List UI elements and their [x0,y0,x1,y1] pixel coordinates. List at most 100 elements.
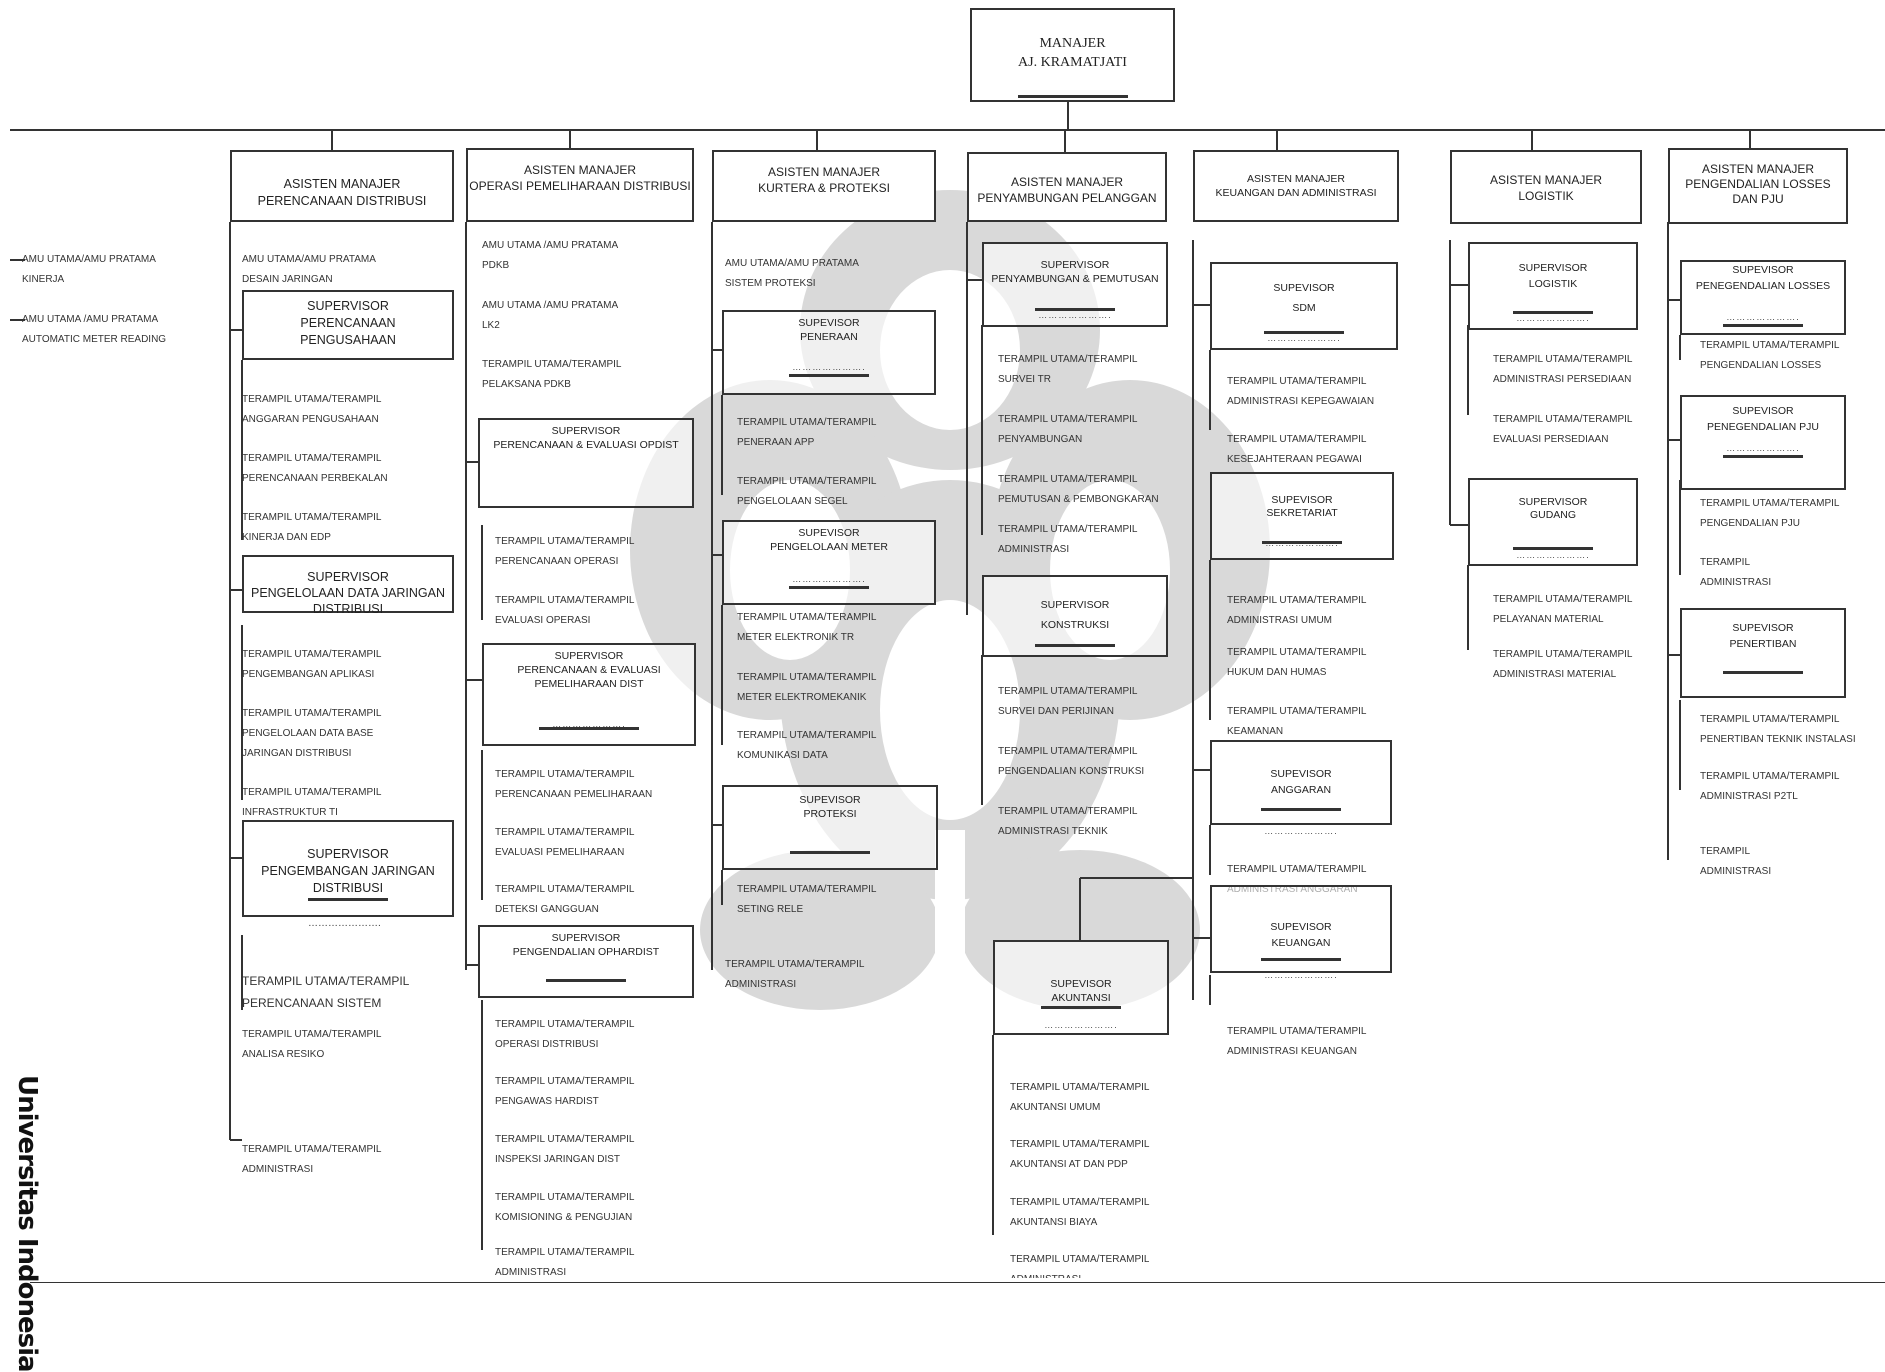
sup-pengendalian-losses-box: SUPEVISOR PENEGENDALIAN LOSSES…………………. [1680,260,1846,335]
manager-unit: AJ. KRAMATJATI [1018,55,1127,70]
sup-pengendalian-ophardist-label: SUPERVISOR PENGENDALIAN OPHARDIST [512,932,660,959]
sup-keuangan-box: SUPEVISOR KEUANGAN …………………. [1210,885,1392,980]
sup-sekretariat-box: SUPEVISOR SEKRETARIAT…………………. [1210,472,1394,560]
sup-pengendalian-losses-label: SUPEVISOR PENEGENDALIAN LOSSES [1695,264,1831,292]
col3-item-3: TERAMPIL UTAMA/TERAMPIL METER ELEKTRONIK… [737,612,877,643]
col2-item-10: TERAMPIL UTAMA/TERAMPIL ADMINISTRASI [495,1247,635,1278]
col5-item-7: TERAMPIL UTAMA/TERAMPIL ADMINISTRASI KEU… [1227,1026,1367,1057]
sup-pengembangan-jaringan-box: SUPERVISOR PENGEMBANGAN JARINGAN DISTRIB… [242,820,454,917]
col1-item-1: TERAMPIL UTAMA/TERAMPIL ANGGARAN PENGUSA… [242,394,382,425]
col2-staff-2: AMU UTAMA /AMU PRATAMA LK2 [482,300,619,331]
am-operasi-pemeliharaan-label: ASISTEN MANAJER OPERASI PEMELIHARAAN DIS… [469,163,691,194]
col6-item-1: TERAMPIL UTAMA/TERAMPIL ADMINISTRASI PER… [1493,354,1633,385]
manager-title: MANAJER [1039,36,1106,51]
col2-staff-1: AMU UTAMA /AMU PRATAMA PDKB [482,240,619,271]
sup-pengelolaan-meter-box: SUPEVISOR PENGELOLAAN METER …………………. [722,520,936,605]
am-keuangan-administrasi-label: ASISTEN MANAJER KEUANGAN DAN ADMINISTRAS… [1215,173,1377,200]
sup-sdm-underline [1264,331,1344,334]
sup-proteksi-underline [790,851,870,854]
sup-penertiban-label: SUPEVISOR PENERTIBAN [1729,622,1797,650]
col2-item-4: TERAMPIL UTAMA/TERAMPIL EVALUASI PEMELIH… [495,827,635,858]
sup-sdm-box: SUPEVISOR SDM…………………. [1210,262,1398,350]
connector-lines [10,102,1885,1283]
sup-pengelolaan-meter-label: SUPEVISOR PENGELOLAAN METER [770,527,888,554]
col4-item-7: TERAMPIL UTAMA/TERAMPIL ADMINISTRASI TEK… [998,806,1138,837]
col1-item-4: TERAMPIL UTAMA/TERAMPIL PENGEMBANGAN APL… [242,649,382,680]
col4-item-1: TERAMPIL UTAMA/TERAMPIL SURVEI TR [998,354,1138,385]
col3-item-4: TERAMPIL UTAMA/TERAMPIL METER ELEKTROMEK… [737,672,877,703]
col6-item-4: TERAMPIL UTAMA/TERAMPIL ADMINISTRASI MAT… [1493,649,1633,680]
col7-item-4: TERAMPIL UTAMA/TERAMPIL PENERTIBAN TEKNI… [1700,714,1856,745]
left-staff-kinerja: AMU UTAMA/AMU PRATAMA KINERJA [22,254,156,285]
sup-keuangan-label: SUPEVISOR KEUANGAN [1270,921,1332,949]
sup-gudang-box: SUPERVISOR GUDANG …………………. [1468,478,1638,566]
col3-item-last: TERAMPIL UTAMA/TERAMPIL ADMINISTRASI [725,959,865,990]
col2-item-7: TERAMPIL UTAMA/TERAMPIL PENGAWAS HARDIST [495,1076,635,1107]
sup-logistik-box: SUPERVISOR LOGISTIK…………………. [1468,242,1638,330]
sup-meter-underline [789,586,869,589]
sup-penyambungan-pemutusan-box: SUPERVISOR PENYAMBUNGAN & PEMUTUSAN ……………… [982,242,1168,327]
sup-anggaran-underline [1261,808,1341,811]
col7-item-6: TERAMPIL ADMINISTRASI [1700,846,1772,877]
col3-item-2: TERAMPIL UTAMA/TERAMPIL PENGELOLAAN SEGE… [737,476,877,507]
sup-akuntansi-label: SUPEVISOR AKUNTANSI [1050,978,1112,1005]
am-perencanaan-distribusi-label: ASISTEN MANAJER PERENCANAAN DISTRIBUSI [257,177,427,208]
am-kurtera-proteksi-label: ASISTEN MANAJER KURTERA & PROTEKSI [758,165,890,196]
sup-pengembangan-underline [308,898,388,901]
sup-konstruksi-label: SUPERVISOR KONSTRUKSI [1040,599,1110,631]
sup-keuangan-dots: …………………. [1264,970,1338,980]
col4-item-2: TERAMPIL UTAMA/TERAMPIL PENYAMBUNGAN [998,414,1138,445]
sup-gudang-label: SUPERVISOR GUDANG [1518,496,1588,521]
col1-item-8: TERAMPIL UTAMA/TERAMPIL ANALISA RESIKO [242,1029,382,1060]
col3-item-5: TERAMPIL UTAMA/TERAMPIL KOMUNIKASI DATA [737,730,877,761]
sup-gudang-dots: …………………. [1516,550,1590,560]
manager-box: MANAJER AJ. KRAMATJATI [970,8,1175,102]
sup-penyambungan-underline [1035,308,1115,311]
col5-item-1: TERAMPIL UTAMA/TERAMPIL ADMINISTRASI KEP… [1227,376,1375,407]
sup-losses-underline [1723,324,1803,327]
am-penyambungan-pelanggan-box: ASISTEN MANAJER PENYAMBUNGAN PELANGGAN [967,152,1167,222]
sup-akuntansi-underline [1041,1006,1121,1009]
sup-pengendalian-pju-box: SUPEVISOR PENEGENDALIAN PJU …………………. [1680,395,1846,490]
sup-penertiban-box: SUPEVISOR PENERTIBAN [1680,608,1846,698]
sup-evaluasi-underline [539,727,639,730]
col4-item-5: TERAMPIL UTAMA/TERAMPIL SURVEI DAN PERIJ… [998,686,1138,717]
am-pengendalian-losses-label: ASISTEN MANAJER PENGENDALIAN LOSSES DAN … [1685,162,1831,206]
sup-perencanaan-pengusahaan-label: SUPERVISOR PERENCANAAN PENGUSAHAAN [300,299,396,347]
col1-item-last: TERAMPIL UTAMA/TERAMPIL ADMINISTRASI [242,1144,382,1175]
sup-pengendalian-pju-label: SUPEVISOR PENEGENDALIAN PJU [1706,405,1820,433]
sup-peneraan-box: SUPEVISOR PENERAAN…………………. [722,310,936,395]
left-staff-amr: AMU UTAMA /AMU PRATAMA AUTOMATIC METER R… [22,314,167,345]
org-chart: MANAJER AJ. KRAMATJATI AMU UTAMA/AMU PRA… [10,8,1885,1372]
am-kurtera-proteksi-box: ASISTEN MANAJER KURTERA & PROTEKSI [712,150,936,222]
col1-item-5: TERAMPIL UTAMA/TERAMPIL PENGELOLAAN DATA… [242,708,382,759]
sup-peneraan-dots: …………………. [792,361,866,372]
sup-pengelolaan-data-box: SUPERVISOR PENGELOLAAN DATA JARINGAN DIS… [242,555,454,616]
sup-konstruksi-underline [1035,644,1115,647]
col2-item-8: TERAMPIL UTAMA/TERAMPIL INSPEKSI JARINGA… [495,1134,635,1165]
sup-sdm-dots: …………………. [1267,333,1341,343]
sup-penyambungan-pemutusan-label: SUPERVISOR PENYAMBUNGAN & PEMUTUSAN [991,259,1159,286]
col6-item-2: TERAMPIL UTAMA/TERAMPIL EVALUASI PERSEDI… [1493,414,1633,445]
sup-logistik-underline [1513,311,1593,314]
am-logistik-label: ASISTEN MANAJER LOGISTIK [1489,173,1603,204]
sup-proteksi-box: SUPEVISOR PROTEKSI [722,785,938,870]
sup-akuntansi-dots: …………………. [1044,1019,1118,1030]
manager-underline [1017,95,1128,98]
sup-anggaran-label: SUPEVISOR ANGGARAN [1270,768,1332,796]
sup-perencanaan-evaluasi-opdist-label: SUPERVISOR PERENCANAAN & EVALUASI OPDIST [493,425,679,452]
col1-item-7: TERAMPIL UTAMA/TERAMPIL PERENCANAAN SIST… [242,974,410,1010]
col6-item-3: TERAMPIL UTAMA/TERAMPIL PELAYANAN MATERI… [1493,594,1633,625]
sup-sekretariat-dots: …………………. [1265,538,1339,548]
sup-evaluasi-pemeliharaan-label: SUPERVISOR PERENCANAAN & EVALUASI PEMELI… [517,650,661,691]
col4-item-4: TERAMPIL UTAMA/TERAMPIL ADMINISTRASI [998,524,1138,555]
sup-penyambungan-dots: …………………. [1038,309,1112,320]
col1-staff: AMU UTAMA/AMU PRATAMA DESAIN JARINGAN [242,254,376,285]
sup-ophardist-underline [546,979,626,982]
sup-meter-dots: …………………. [792,573,866,584]
sup-logistik-dots: …………………. [1516,313,1590,323]
col3-item-1: TERAMPIL UTAMA/TERAMPIL PENERAAN APP [737,417,877,448]
sup-sekretariat-underline [1262,541,1342,544]
sup-perencanaan-pengusahaan-box: SUPERVISOR PERENCANAAN PENGUSAHAAN [242,290,454,360]
sup-pju-dots: …………………. [1726,443,1800,453]
